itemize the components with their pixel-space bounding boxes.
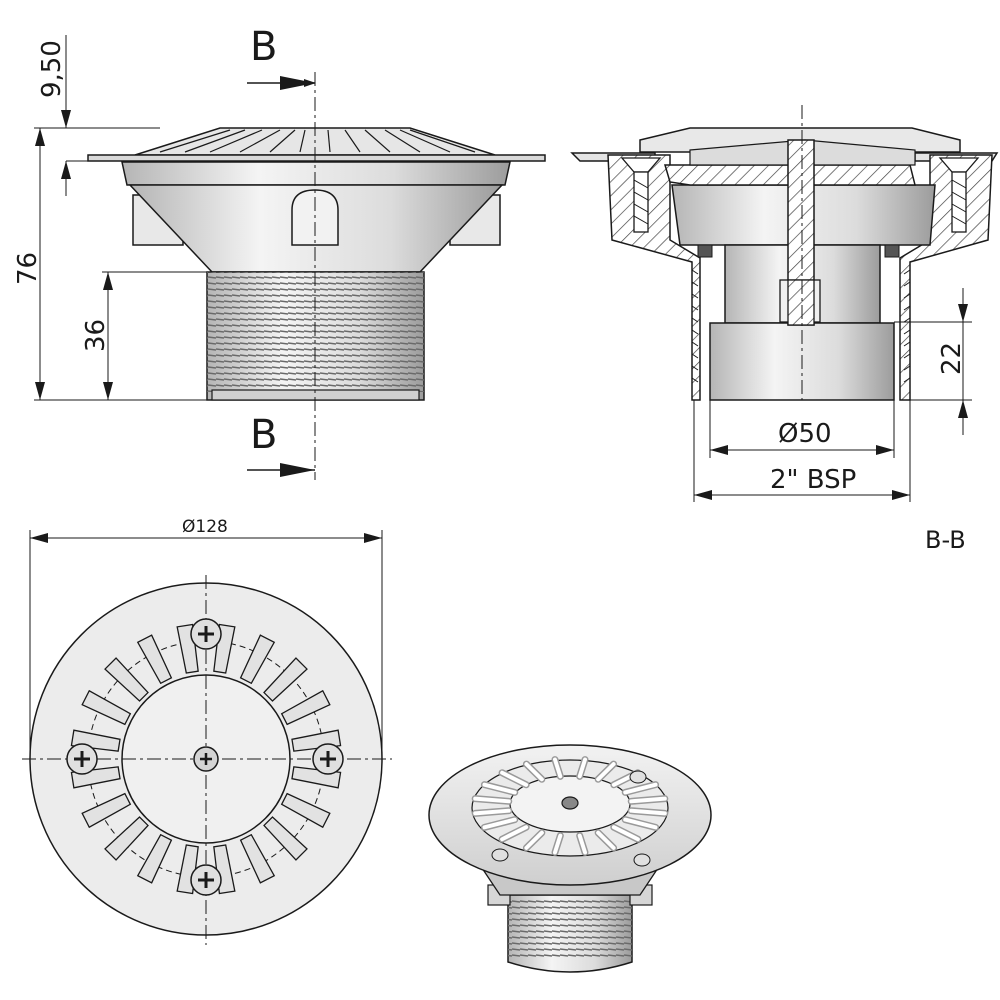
grate-slot	[81, 689, 132, 726]
section-view-label: B-B	[925, 526, 966, 554]
phillips-screw-icon	[312, 743, 344, 775]
dimension-total-height	[34, 127, 207, 401]
iso-grate-slot	[524, 830, 544, 850]
iso-grate-slot	[629, 796, 667, 804]
iso-grate-slot	[623, 782, 658, 795]
dim-flange-height: 9,50	[37, 40, 67, 98]
iso-grate-slot	[500, 825, 529, 842]
dimension-thread-height	[102, 271, 207, 400]
iso-grate-slot	[577, 757, 588, 779]
phillips-screw-icon	[491, 770, 651, 867]
section-mark-top: B	[250, 24, 277, 70]
grate-slot	[81, 792, 132, 829]
iso-grate-slot	[596, 762, 616, 782]
dim-outer-diameter: Ø128	[182, 517, 228, 537]
isometric-view	[428, 744, 712, 973]
grate-slots	[70, 623, 342, 895]
iso-grate-slot	[611, 825, 640, 842]
top-view	[22, 530, 392, 945]
dim-inner-diameter: Ø50	[778, 419, 832, 449]
dim-thread-spec: 2" BSP	[770, 465, 856, 495]
section-arrow-icon	[247, 76, 316, 90]
grate-slot	[104, 816, 149, 861]
phillips-screw-icon	[190, 864, 222, 896]
grate-slot	[263, 816, 308, 861]
iso-grate-slot	[473, 808, 511, 816]
grate-slot	[263, 657, 308, 702]
phillips-screw-icon	[66, 743, 98, 775]
dimension-inner-diameter	[709, 400, 895, 458]
grate-slot	[136, 833, 173, 884]
section-view	[570, 105, 999, 401]
iso-grate-slot	[482, 817, 517, 830]
screw-left	[620, 157, 662, 233]
dim-total-height: 76	[13, 252, 43, 285]
iso-grate-slot	[596, 830, 616, 850]
iso-grate-slot	[552, 833, 563, 855]
dim-thread-height: 36	[81, 319, 111, 352]
grate-slot	[104, 657, 149, 702]
grate-slot	[239, 833, 276, 884]
dimension-outlet-height	[894, 288, 972, 435]
dimension-flange-height	[61, 35, 160, 196]
iso-grate-slot	[473, 796, 511, 804]
iso-grate-slot	[482, 782, 517, 795]
section-mark-bottom: B	[250, 412, 277, 458]
iso-grate-slots	[471, 756, 669, 856]
iso-grate-slot	[552, 757, 563, 779]
grate-slot	[280, 689, 331, 726]
dimension-thread-spec	[693, 400, 911, 502]
screw-right	[938, 157, 980, 233]
iso-grate-slot	[629, 808, 667, 816]
grate-slot	[280, 792, 331, 829]
grate-slot	[136, 634, 173, 685]
section-arrow-icon	[247, 463, 315, 477]
front-view	[87, 72, 546, 480]
iso-grate-slot	[500, 770, 529, 787]
iso-grate-slot	[524, 762, 544, 782]
dim-outlet-height: 22	[937, 342, 967, 375]
iso-grate-slot	[577, 833, 588, 855]
iso-grate-slot	[623, 817, 658, 830]
phillips-screw-icon	[190, 618, 222, 650]
phillips-screw-icon	[193, 746, 219, 772]
grate-slot	[239, 634, 276, 685]
